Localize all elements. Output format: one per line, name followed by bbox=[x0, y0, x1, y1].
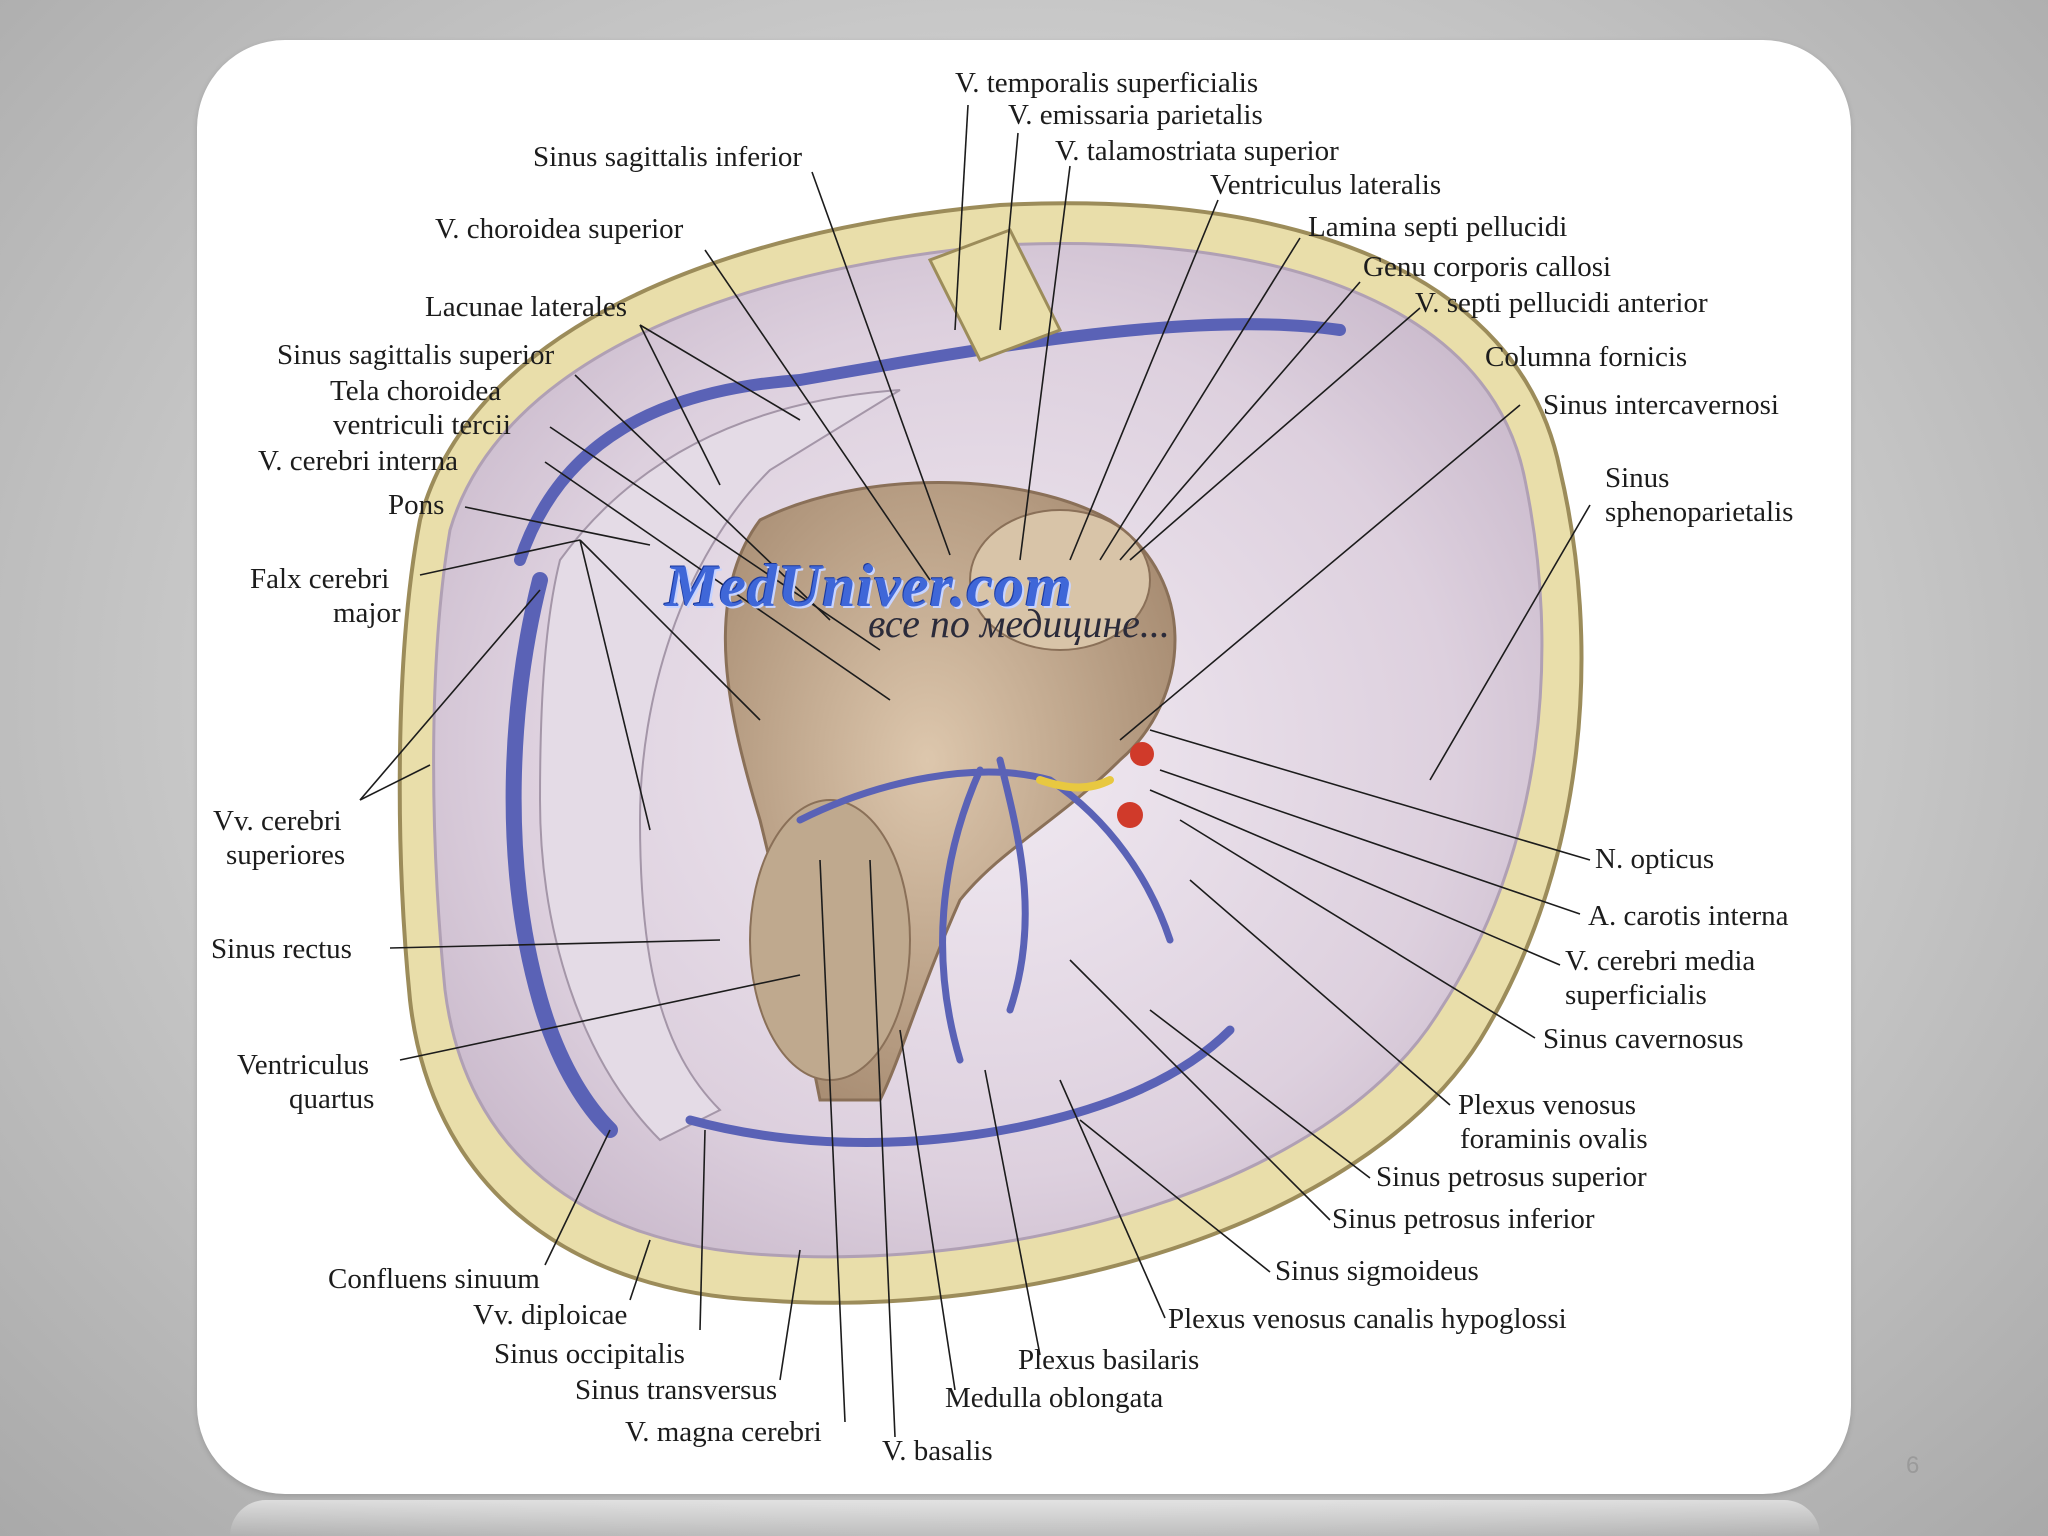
label-a-carotis-interna: A. carotis interna bbox=[1588, 900, 1789, 932]
label-vv-cerebri-superiores: Vv. cerebri bbox=[213, 805, 342, 837]
falx-cerebri bbox=[538, 389, 901, 1142]
label-sinus-cavernosus: Sinus cavernosus bbox=[1543, 1023, 1744, 1055]
label-ventriculus-quartus: Ventriculus bbox=[237, 1049, 370, 1081]
label-v-choroidea-superior: V. choroidea superior bbox=[435, 213, 684, 245]
bone-window bbox=[927, 228, 1063, 362]
label-sinus-rectus: Sinus rectus bbox=[211, 933, 352, 965]
label-tela-choroidea: Tela choroidea bbox=[330, 375, 502, 407]
watermark-logo: MedUniver.com bbox=[665, 553, 1073, 619]
label-ventriculus-lateralis: Ventriculus lateralis bbox=[1210, 169, 1442, 201]
label-v-septi-pellucidi: V. septi pellucidi anterior bbox=[1415, 287, 1708, 319]
sinus-sagittalis-superior bbox=[514, 318, 1346, 566]
label-columna-fornicis: Columna fornicis bbox=[1485, 341, 1688, 373]
label-lacunae-laterales: Lacunae laterales bbox=[425, 291, 628, 323]
label-sinus-sagittalis-superior: Sinus sagittalis superior bbox=[277, 339, 555, 371]
label-tela-choroidea-2: ventriculi tercii bbox=[333, 409, 511, 441]
label-pons: Pons bbox=[388, 489, 445, 521]
label-plexus-foraminis-ovalis: Plexus venosus bbox=[1458, 1089, 1637, 1121]
label-medulla-oblongata: Medulla oblongata bbox=[945, 1382, 1164, 1414]
label-lamina-septi: Lamina septi pellucidi bbox=[1308, 211, 1568, 243]
label-v-cerebri-interna: V. cerebri interna bbox=[258, 445, 458, 477]
label-ventriculus-quartus-2: quartus bbox=[289, 1083, 375, 1115]
label-falx-cerebri: Falx cerebri bbox=[250, 563, 390, 595]
watermark-tagline: все по медицине... bbox=[868, 601, 1170, 646]
cerebellum-shape bbox=[749, 799, 911, 1081]
label-plexus-foraminis-ovalis-2: foraminis ovalis bbox=[1460, 1123, 1648, 1155]
leader-lines bbox=[359, 104, 1591, 1438]
carotis-artery-2 bbox=[1117, 802, 1143, 828]
label-v-cerebri-media: V. cerebri media bbox=[1565, 945, 1756, 977]
label-vv-cerebri-superiores-2: superiores bbox=[226, 839, 346, 871]
sinus-rectus-vessel bbox=[505, 572, 618, 1138]
label-plexus-hypoglossi: Plexus venosus canalis hypoglossi bbox=[1168, 1303, 1567, 1335]
carotis-artery bbox=[1130, 742, 1154, 766]
sinus-transversus-vessel bbox=[685, 1025, 1235, 1147]
label-sinus-petrosus-inferior: Sinus petrosus inferior bbox=[1332, 1203, 1595, 1235]
slide-reflection bbox=[230, 1500, 1820, 1536]
label-genu-corporis: Genu corporis callosi bbox=[1363, 251, 1612, 283]
label-sinus-occipitalis: Sinus occipitalis bbox=[494, 1338, 685, 1370]
venous-network bbox=[796, 756, 1174, 1064]
label-plexus-basilaris: Plexus basilaris bbox=[1018, 1344, 1200, 1376]
label-sinus-petrosus-superior: Sinus petrosus superior bbox=[1376, 1161, 1647, 1193]
label-v-temporalis: V. temporalis superficialis bbox=[955, 67, 1259, 99]
label-v-cerebri-media-2: superficialis bbox=[1565, 979, 1707, 1011]
pons-shape bbox=[969, 509, 1151, 651]
label-n-opticus: N. opticus bbox=[1595, 843, 1715, 875]
label-sinus-sagittalis-inferior: Sinus sagittalis inferior bbox=[533, 141, 803, 173]
label-sinus-sphenoparietalis: Sinus bbox=[1605, 462, 1670, 494]
label-sinus-intercavernosi: Sinus intercavernosi bbox=[1543, 389, 1779, 421]
slide-number: 6 bbox=[1906, 1452, 1920, 1479]
label-sinus-sigmoideus: Sinus sigmoideus bbox=[1275, 1255, 1479, 1287]
label-v-talamostriata: V. talamostriata superior bbox=[1055, 135, 1339, 167]
label-v-emissaria: V. emissaria parietalis bbox=[1008, 99, 1263, 131]
optic-nerve bbox=[1036, 776, 1114, 792]
label-sinus-sphenoparietalis-2: sphenoparietalis bbox=[1605, 496, 1794, 528]
label-v-basalis: V. basalis bbox=[882, 1435, 993, 1467]
label-confluens-sinuum: Confluens sinuum bbox=[328, 1263, 540, 1295]
label-sinus-transversus: Sinus transversus bbox=[575, 1374, 778, 1406]
label-falx-cerebri-2: major bbox=[333, 597, 401, 629]
label-v-magna-cerebri: V. magna cerebri bbox=[625, 1416, 822, 1448]
label-vv-diploicae: Vv. diploicae bbox=[473, 1299, 628, 1331]
